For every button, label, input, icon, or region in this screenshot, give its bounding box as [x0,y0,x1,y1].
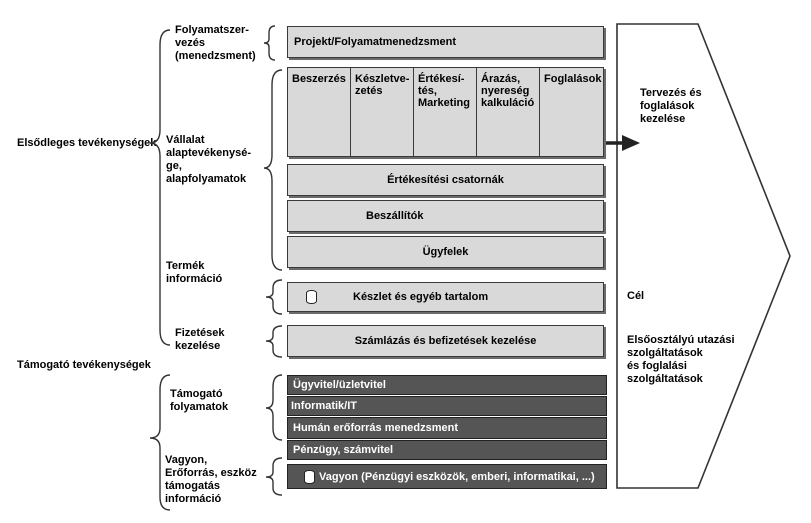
support-row-penzugy-text: Pénzügy, számvitel [293,444,394,456]
box-keszlet-text: Készlet és egyéb tartalom [353,291,489,303]
brace-tamogato [265,374,283,441]
support-row-human: Humán erőforrás menedzsment [287,417,607,439]
support-row-informatika-text: Informatik/IT [291,400,358,412]
box-szamlazas-text: Számlázás és befizetések kezelése [354,335,537,347]
support-row-human-text: Humán erőforrás menedzsment [293,422,459,434]
support-row-penzugy: Pénzügy, számvitel [287,440,607,460]
box-projekt-text: Projekt/Folyamatmenedzsment [294,36,456,48]
label-cel: Cél [627,290,645,302]
support-row-informatika: Informatik/IT [287,396,607,416]
brace-termek [265,279,283,315]
label-termek: Termék információ [166,260,223,285]
process-arrow-head [622,135,640,151]
brace-vagyon [265,457,283,496]
primary-brace [149,29,171,346]
label-tamogato-folyamatok: Támogató folyamatok [170,388,229,413]
col-beszerzes: Beszerzés [288,68,351,156]
box-ugyfelek-text: Ügyfelek [422,246,469,258]
label-vagyon: Vagyon, Erőforrás, eszköz támogatás info… [165,454,257,505]
brace-projekt [263,25,276,61]
label-vallalat: Vállalat alaptevékenysé- ge, alapfolyama… [166,134,251,185]
col-ertekesites: Értékesí- tés, Marketing [414,68,477,156]
process-columns-box: Beszerzés Készletve- zetés Értékesí- tés… [287,67,604,157]
vagyon-database-icon [304,469,315,484]
brace-alap [263,69,283,271]
support-row-ugyvitel: Ügyvitel/üzletvitel [287,375,607,395]
support-row-vagyon-text: Vagyon (Pénzügyi eszközök, emberi, infor… [319,470,595,483]
box-beszallitok-text: Beszállítók [366,210,424,222]
value-chevron [616,23,791,489]
support-brace [149,374,171,511]
label-tervezes: Tervezés és foglalások kezelése [640,87,702,125]
label-folyamatszervezes: Folyamatszer- vezés (menedzsment) [175,24,256,62]
box-ertekesitesi-text: Értékesítési csatornák [387,174,504,186]
box-ugyfelek: Ügyfelek [287,236,604,268]
primary-activities-label: Elsődleges tevékenységek [17,137,157,149]
col-keszletvezetes: Készletve- zetés [351,68,414,156]
support-activities-label: Támogató tevékenységek [17,359,151,371]
col-arazas: Árazás, nyereség kalkuláció [477,68,540,156]
box-beszallitok: Beszállítók [287,200,604,232]
label-fizetesek: Fizetések kezelése [175,327,225,352]
box-szamlazas: Számlázás és befizetések kezelése [287,325,604,357]
brace-fizetes [265,325,283,358]
box-projekt: Projekt/Folyamatmenedzsment [287,26,604,58]
database-icon [306,290,317,304]
col-foglalasok: Foglalások [544,73,602,85]
box-ertekesitesi-csatornak: Értékesítési csatornák [287,164,604,196]
box-keszlet: Készlet és egyéb tartalom [287,282,604,312]
support-row-vagyon: Vagyon (Pénzügyi eszközök, emberi, infor… [287,464,607,489]
support-row-ugyvitel-text: Ügyvitel/üzletvitel [293,379,386,391]
label-elsoosztalyu: Elsőosztályú utazási szolgáltatások és f… [627,334,735,385]
